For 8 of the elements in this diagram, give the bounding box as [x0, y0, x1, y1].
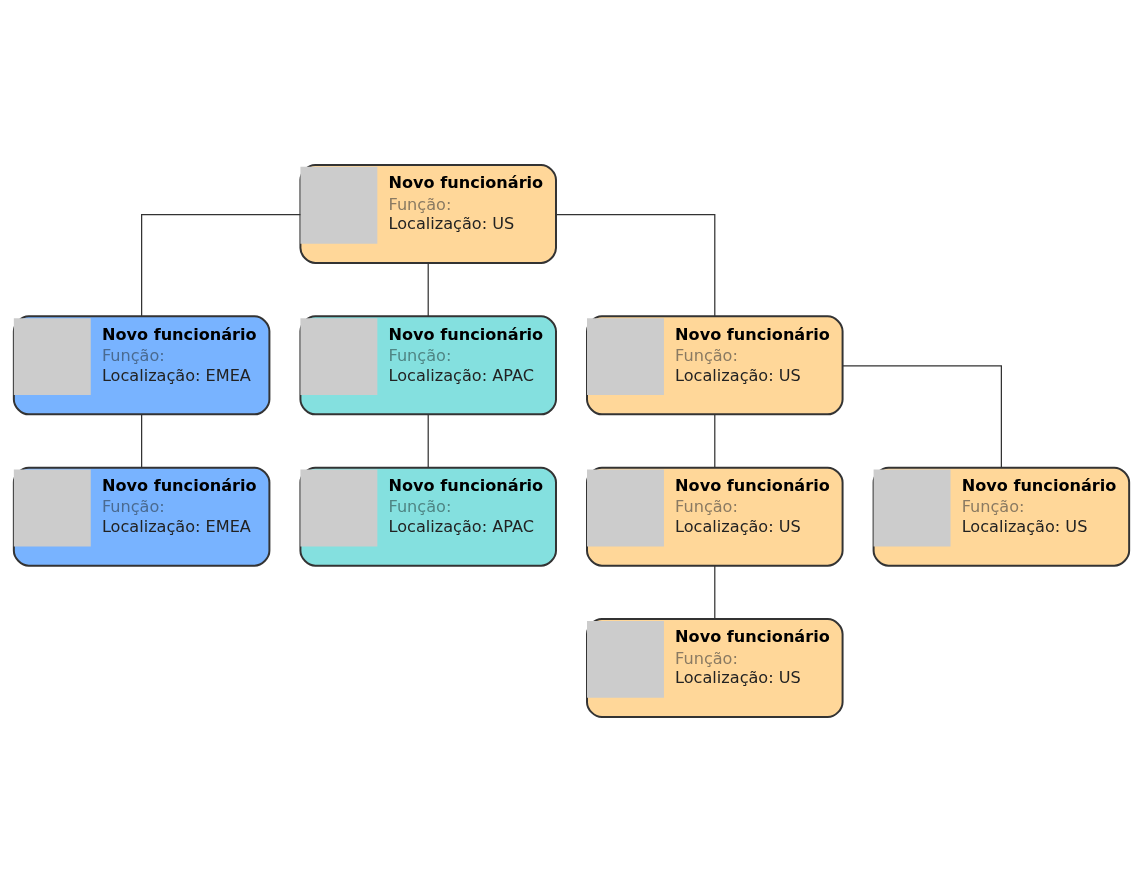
connector: [141, 213, 302, 317]
connector: [141, 413, 143, 468]
connector: [841, 365, 1002, 468]
connector: [555, 213, 716, 317]
connector: [427, 413, 429, 468]
connector: [427, 262, 429, 317]
connector: [714, 565, 716, 620]
connector: [714, 413, 716, 468]
